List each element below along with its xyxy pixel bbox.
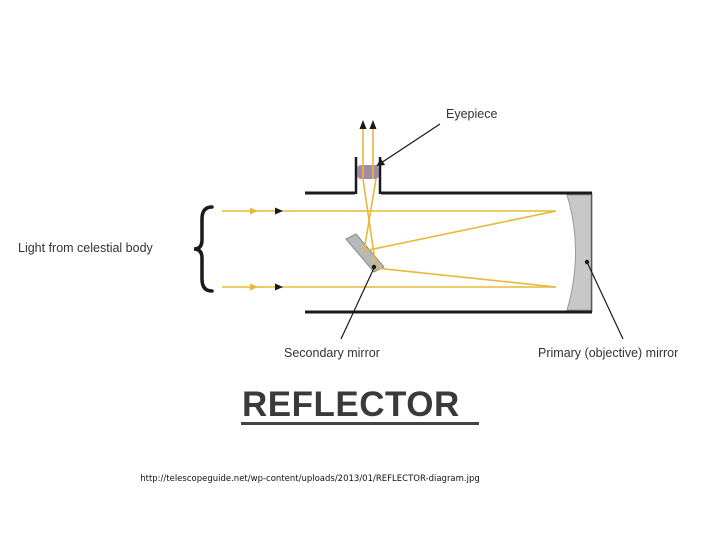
- primary-mirror: [566, 194, 592, 311]
- exit-arrow-left-icon: [359, 120, 367, 129]
- eyepiece-leader: [376, 123, 441, 167]
- exit-arrow-right-icon: [369, 120, 377, 129]
- secondary-mirror-leader: [340, 267, 375, 340]
- secondary-mirror-label: Secondary mirror: [284, 346, 380, 360]
- primary-mirror-label: Primary (objective) mirror: [538, 346, 678, 360]
- eyepiece-tube: [354, 157, 382, 194]
- eyepiece-lens: [357, 165, 379, 179]
- title-underline: [241, 422, 479, 425]
- secondary-mirror: [345, 233, 385, 273]
- source-url[interactable]: http://telescopeguide.net/wp-content/upl…: [140, 474, 480, 484]
- leader-lines: [340, 123, 624, 340]
- light-rays: [222, 125, 557, 291]
- light-brace: [193, 205, 214, 293]
- primary-mirror-dot: [584, 259, 590, 265]
- light-source-label: Light from celestial body: [18, 241, 154, 255]
- diverted-ray-b: [362, 178, 377, 269]
- reflected-ray-bottom: [375, 267, 557, 288]
- primary-mirror-leader: [586, 261, 624, 340]
- diverted-ray-a: [363, 178, 377, 252]
- eyepiece-label: Eyepiece: [446, 107, 497, 121]
- reflected-ray-top: [363, 210, 557, 252]
- secondary-mirror-dot: [371, 264, 377, 270]
- diagram-title: REFLECTOR: [242, 385, 460, 424]
